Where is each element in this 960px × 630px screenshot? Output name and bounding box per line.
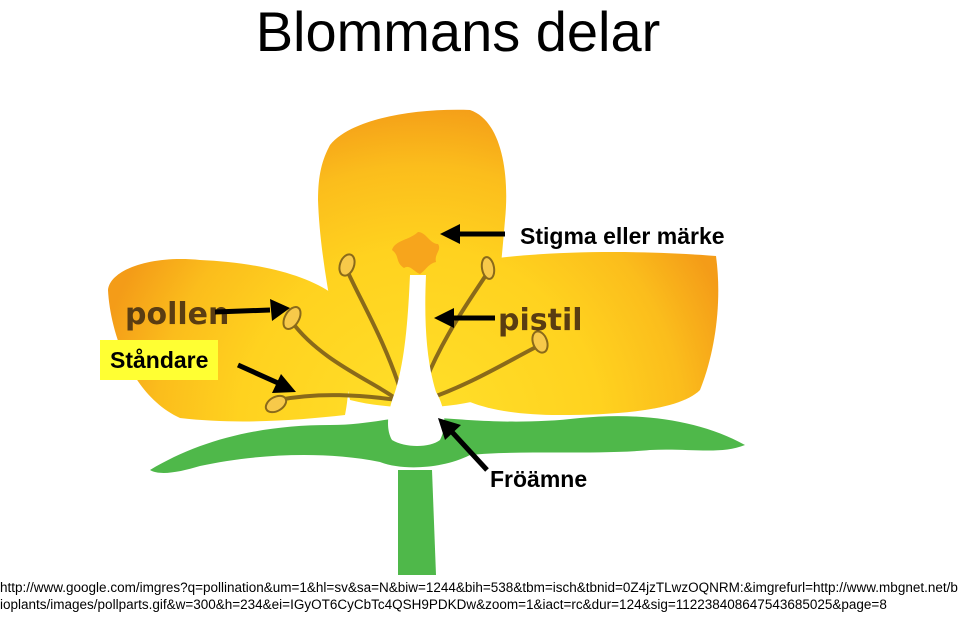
froamne-label: Fröämne (490, 466, 588, 492)
pistil (388, 275, 445, 446)
stigma (392, 232, 440, 274)
stem (398, 470, 436, 575)
anthers (264, 253, 549, 414)
pollen-label: pollen (125, 297, 229, 332)
stigma-label: Stigma eller märke (514, 222, 731, 250)
stamens (276, 266, 542, 402)
pointer-arrows (214, 224, 505, 472)
leaves (150, 416, 745, 473)
petal-right (465, 252, 719, 415)
petal-left (108, 259, 349, 422)
source-url[interactable]: http://www.google.com/imgres?q=pollinati… (0, 580, 958, 612)
page-title: Blommans delar (255, 0, 661, 63)
standare-label: Ståndare (100, 340, 219, 380)
pistil-label: pistil (498, 303, 583, 338)
